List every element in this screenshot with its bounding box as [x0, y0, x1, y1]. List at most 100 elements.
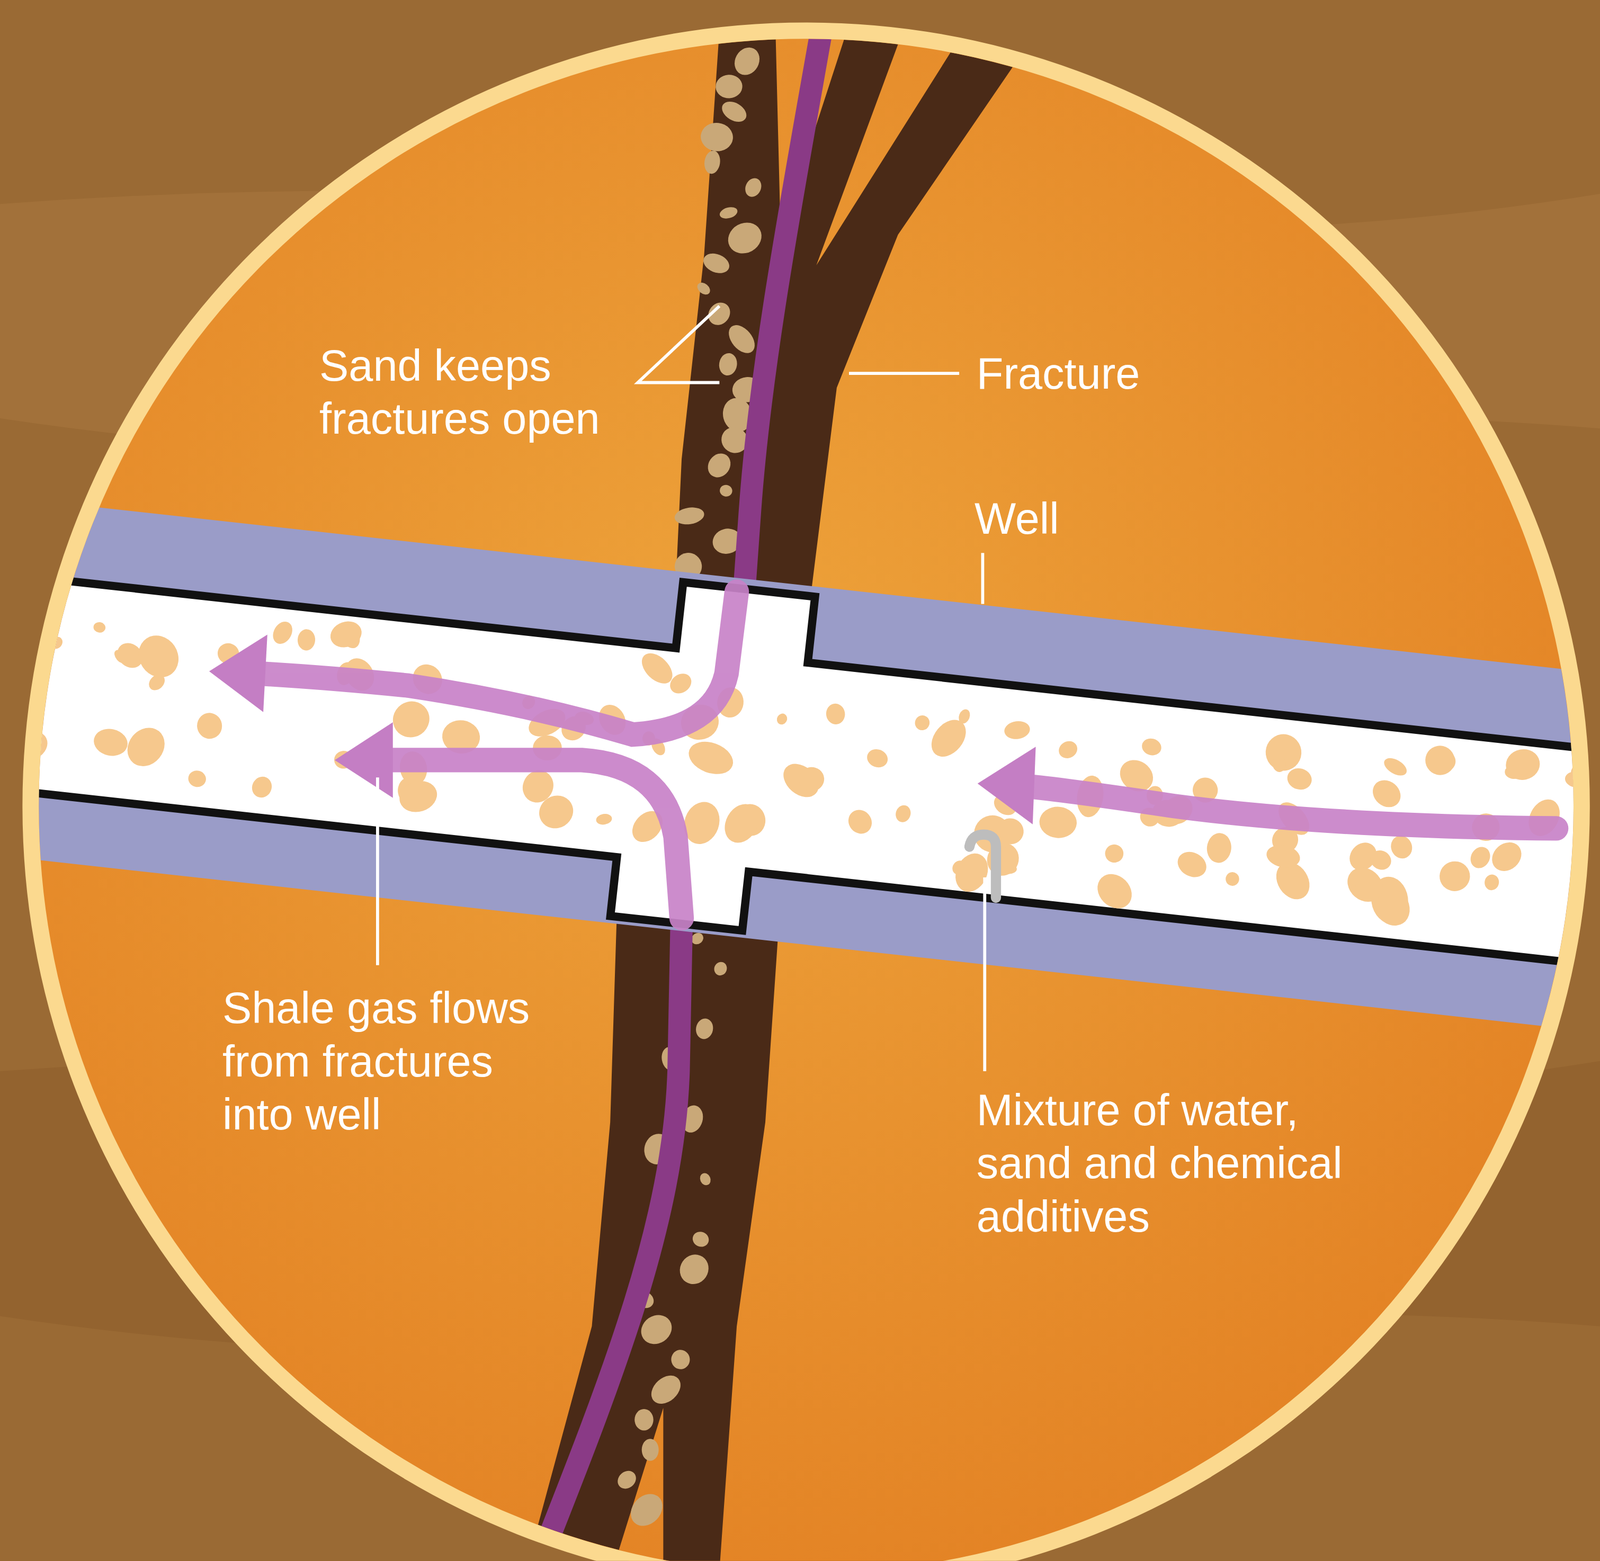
arrowheads: [209, 634, 1036, 825]
well-casing: [0, 488, 1600, 1045]
sand-grain: [694, 280, 713, 298]
sand-grain: [703, 298, 735, 330]
leader-line: [637, 306, 720, 383]
sand-grain: [1353, 877, 1374, 900]
flow-arrow: [255, 591, 737, 735]
fracture-lower: [525, 897, 781, 1561]
well: [0, 488, 1600, 1045]
sand-grain: [703, 449, 736, 482]
sand-grain: [1225, 871, 1241, 888]
sand-grain: [699, 120, 735, 154]
callout-label: Shale gas flows from fractures into well: [222, 981, 570, 1141]
sand-grain: [92, 621, 106, 634]
sand-grain: [624, 1487, 669, 1533]
sand-grain: [949, 848, 995, 898]
flow-arrow: [1020, 785, 1557, 829]
sand-grain: [722, 216, 767, 259]
sand-grain: [776, 757, 826, 804]
sand-grain: [700, 249, 733, 277]
sand-grain: [723, 320, 760, 359]
sand-grain: [326, 617, 366, 652]
sand-grain: [1486, 836, 1527, 878]
sand-grain: [1504, 765, 1524, 780]
sand-grain: [194, 710, 225, 741]
well-bore: [0, 498, 1600, 1038]
sand-grain: [248, 773, 276, 802]
sand-grain: [395, 776, 442, 817]
sand-grain: [1437, 859, 1473, 894]
sand-grain: [694, 1017, 715, 1041]
arrowhead: [977, 746, 1036, 825]
sand-grain: [386, 694, 437, 745]
flow-arrow: [377, 760, 682, 919]
sand-grain: [674, 1249, 715, 1291]
arrowhead: [209, 634, 268, 712]
sand-grain: [690, 1229, 711, 1250]
sand-grain: [1205, 832, 1233, 865]
sand-grain: [714, 74, 744, 100]
sand-grain: [912, 712, 933, 734]
sand-grain: [297, 628, 316, 651]
sand-grain: [1139, 736, 1164, 758]
sand-grain: [130, 628, 187, 686]
leader-line: [981, 552, 985, 604]
sand-grain: [1055, 738, 1080, 763]
inset-ring: [30, 30, 1582, 1561]
sand-grain: [669, 1348, 691, 1371]
sand-grain: [1103, 842, 1126, 865]
sand-grain: [798, 766, 826, 792]
sand-grain: [702, 149, 722, 176]
callout-label: Sand keeps fractures open: [319, 338, 626, 445]
sand-grain: [532, 789, 580, 835]
sand-grain: [893, 803, 914, 825]
gas-flow-fracture: [535, 918, 683, 1561]
sand-grain: [269, 618, 297, 648]
sand-grain: [1173, 846, 1211, 882]
sand-grain: [1466, 843, 1494, 873]
sand-grain: [614, 1467, 640, 1494]
sand-grain: [717, 351, 739, 377]
sand-grain: [1419, 739, 1461, 781]
sand-grain: [1271, 755, 1287, 773]
sand-grain: [843, 805, 877, 839]
sand-grain: [119, 720, 173, 774]
leader-line: [982, 877, 987, 1072]
gas-flow-well: [255, 591, 1557, 919]
sand-grain: [774, 711, 790, 727]
sand-grain: [1038, 805, 1078, 840]
sand-grain: [718, 798, 766, 849]
arrowhead: [334, 722, 393, 799]
sand-grain: [1263, 731, 1304, 773]
sand-grain: [698, 1171, 713, 1187]
pointer-hook: [969, 834, 996, 898]
sand-grain: [742, 175, 765, 200]
sand-grain: [1503, 746, 1543, 784]
sand-grain: [1367, 774, 1407, 813]
sand-grain: [111, 647, 130, 666]
sand-grain: [864, 746, 891, 771]
sand-grain: [718, 484, 734, 498]
callout-label: Well: [974, 492, 1179, 545]
sand-grain: [1381, 754, 1410, 780]
leader-line: [848, 371, 960, 375]
sand-grain: [1003, 719, 1032, 741]
sand-grain: [1483, 873, 1500, 892]
sand-grain: [824, 702, 846, 727]
sand-grain: [641, 1438, 659, 1462]
sand-grain: [636, 647, 678, 690]
sand-grain: [1366, 846, 1395, 874]
sand-grain: [684, 736, 738, 781]
sand-grain: [645, 1370, 686, 1410]
sand-grain: [729, 42, 765, 80]
sand-grain: [595, 812, 613, 827]
sand-grain: [91, 726, 131, 760]
well-sand: [4, 578, 1590, 965]
gas-flow-fracture: [739, 30, 822, 654]
sand-grain: [711, 960, 729, 978]
callout-label: Mixture of water, sand and chemical addi…: [976, 1083, 1385, 1244]
sand-grain: [1264, 842, 1303, 871]
callout-label: Fracture: [976, 346, 1242, 400]
sand-grain: [718, 205, 739, 221]
